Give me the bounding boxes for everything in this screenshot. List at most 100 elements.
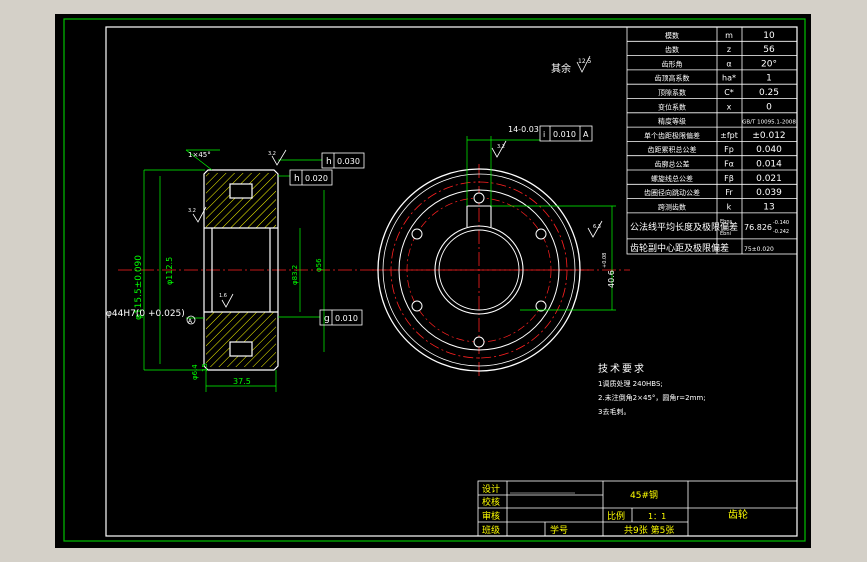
keyway-depth-tol: +0.08: [602, 253, 608, 268]
title-block: 设计 校核 审核 班级 学号 45#钢 比例 1：1 齿轮 共9张 第5张: [477, 480, 798, 537]
param-extra-lower: -0.242: [773, 229, 789, 235]
tol-h2-symbol: h: [294, 174, 300, 184]
param-symbol: Fr: [725, 188, 733, 197]
param-extra-label-2: 齿轮副中心距及极限偏差: [630, 242, 729, 254]
datum-letter: A: [188, 318, 193, 325]
roughness-b: 3.2: [188, 208, 196, 214]
tol-h2-value: 0.020: [305, 174, 328, 183]
dim-hole: φ6.4: [191, 364, 199, 380]
param-value: 0: [766, 102, 772, 112]
tech-req-item-2: 2.未注倒角2×45°，圆角r=2mm;: [598, 393, 706, 402]
roughness-value: 12.5: [578, 58, 592, 65]
tol-h1-value: 0.030: [337, 157, 360, 166]
tol-g-symbol: g: [324, 314, 330, 324]
param-value: 20°: [761, 59, 777, 69]
param-name: 跨测齿数: [658, 202, 686, 211]
dim-hub: φ83.2: [291, 265, 299, 285]
tb-scale-label: 比例: [607, 510, 625, 522]
dim-inner-diameter: φ112.5: [165, 257, 174, 285]
param-value: 56: [763, 45, 775, 55]
param-extra-sym-a: Ebns: [720, 219, 733, 225]
param-value: 10: [763, 31, 775, 41]
param-symbol: k: [727, 202, 732, 211]
lightening-holes: [411, 192, 547, 348]
dim-small: 15: [201, 363, 209, 372]
parameter-table: 模数 m 10 齿数 z 56 齿形角 α 20° 齿顶高系数 ha* 1 顶隙系数 C* 0.25 变位系数…: [626, 26, 798, 255]
param-extra-label-1: 公法线平均长度及极限偏差: [630, 221, 738, 233]
tech-req-item-1: 1调质处理 240HBS;: [598, 379, 663, 388]
param-symbol: C*: [724, 88, 734, 97]
tol-h1-symbol: h: [326, 157, 332, 167]
keyway-width: 14-0.03: [508, 125, 539, 134]
dim-bore: φ44H7(0 +0.025): [106, 309, 185, 319]
param-symbol: ±fpt: [720, 131, 738, 140]
param-name: 齿形角: [662, 59, 683, 68]
tb-material: 45#钢: [630, 489, 658, 501]
param-name: 螺旋线总公差: [651, 174, 693, 183]
roughness-right: 6.3: [593, 224, 601, 230]
tb-design: 设计: [482, 483, 500, 495]
param-value: 0.014: [756, 160, 782, 170]
lower-hatch: [206, 312, 276, 367]
keyway-tol-value: 0.010: [553, 130, 576, 139]
param-name: 单个齿距极限偏差: [644, 131, 700, 140]
drawing-background: [55, 14, 811, 548]
param-name: 精度等级: [658, 117, 686, 126]
param-symbol: Fp: [724, 145, 734, 154]
tb-review: 审核: [482, 510, 500, 522]
param-symbol: z: [727, 45, 731, 54]
param-name: 变位系数: [658, 102, 686, 111]
keyway-tol-symbol: i: [543, 130, 545, 139]
dim-rim: φ56: [315, 258, 323, 272]
param-value: GB/T 10095.1-2008: [742, 120, 796, 126]
tech-req-item-3: 3去毛刺。: [598, 407, 630, 416]
param-symbol: x: [727, 102, 732, 111]
gear-outer-circle: [377, 168, 581, 372]
param-symbol: Fα: [724, 160, 734, 169]
tol-g-value: 0.010: [335, 314, 358, 323]
keyway-depth: 40.6: [607, 270, 616, 288]
chamfer-label: 1×45°: [188, 151, 211, 159]
param-extra-value-2: 75±0.020: [744, 246, 774, 253]
upper-hatch: [206, 173, 276, 228]
tb-class: 班级: [482, 524, 500, 536]
tb-student-id: 学号: [550, 524, 568, 536]
tb-sheets: 共9张 第5张: [624, 524, 674, 536]
tb-part-name: 齿轮: [728, 508, 748, 521]
param-extra-value-1: 76.826: [744, 223, 772, 232]
side-view: 14-0.03 i 0.010 A 40.6 +0.08 3.2 6.3: [372, 125, 616, 376]
param-name: 齿顶高系数: [655, 74, 690, 83]
param-value: 13: [763, 202, 774, 212]
gear-root-circle: [382, 173, 576, 367]
param-extra-sym-b: Ebni: [720, 231, 731, 237]
datum-marker: [186, 315, 196, 325]
param-name: 顶隙系数: [658, 88, 686, 97]
dim-outer-diameter: φ115.5±0.090: [134, 255, 144, 320]
hub-circle: [398, 189, 560, 351]
param-name: 齿数: [665, 45, 679, 54]
param-symbol: m: [725, 31, 733, 40]
dim-width: 37.5: [233, 377, 251, 386]
param-name: 模数: [665, 31, 679, 40]
keyway-tol-ref: A: [583, 130, 589, 139]
roughness-a: 3.2: [268, 151, 276, 157]
bore-keyway: [466, 205, 492, 227]
param-value: 0.039: [756, 188, 782, 198]
tb-check: 校核: [482, 496, 500, 508]
param-value: 1: [766, 74, 772, 84]
roughness-key: 3.2: [497, 144, 505, 150]
param-value: 0.25: [759, 88, 779, 98]
param-name: 齿距累积总公差: [648, 145, 697, 154]
param-value: 0.040: [756, 145, 782, 155]
inner-frame: [105, 26, 798, 537]
outer-frame: [63, 18, 806, 542]
tech-req-title: 技术要求: [598, 362, 646, 375]
param-value: 0.021: [756, 174, 782, 184]
roughness-c: 1.6: [219, 293, 227, 299]
param-symbol: α: [726, 59, 731, 68]
param-value: ±0.012: [752, 131, 785, 141]
param-name: 齿廓总公差: [655, 160, 690, 169]
param-extra-upper: -0.140: [773, 220, 789, 226]
param-symbol: ha*: [722, 74, 736, 83]
